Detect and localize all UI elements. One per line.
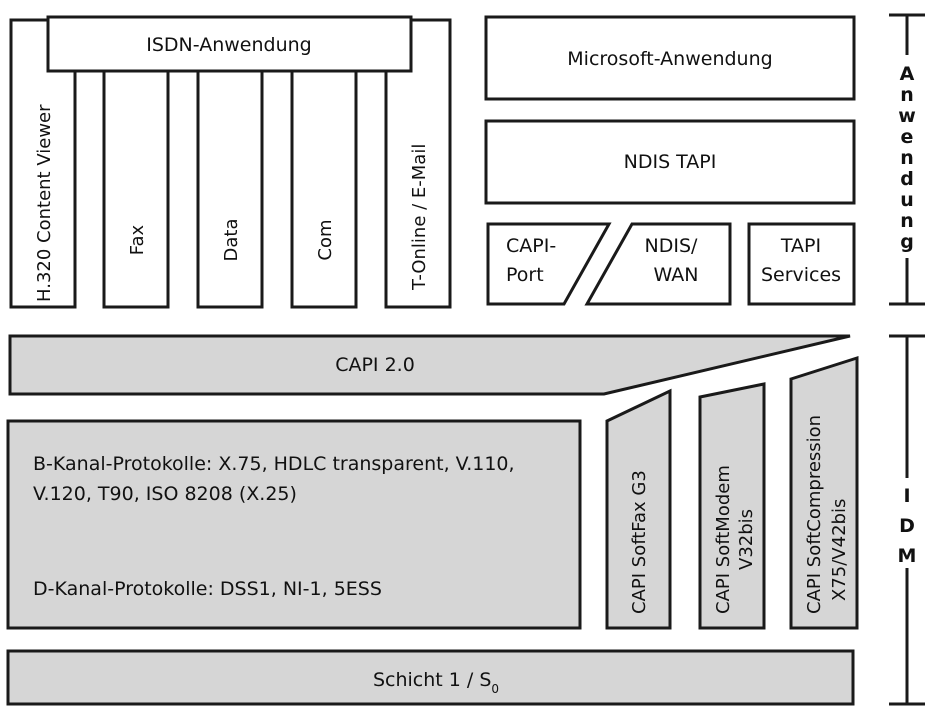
microsoft-application-label: Microsoft-Anwendung [567,48,772,70]
layer1-group: Schicht 1 / S0 [6,649,855,706]
anwendung-letter: n [900,210,914,232]
protocols-box [6,419,582,630]
column-data-label: Data [221,219,242,262]
idm-bracket: I D M [889,334,925,706]
column-com-label: Com [315,219,336,260]
isdn-application-group: ISDN-Anwendung H.320 Content Viewer Fax … [9,15,452,309]
softmodem-label-line1: CAPI SoftModem [713,465,734,614]
anwendung-letter: g [900,231,914,253]
anwendung-bracket: A n w e n d u n g [889,13,925,306]
ndis-wan-label-line2: WAN [654,264,699,286]
anwendung-letter: d [900,168,914,190]
softcompression-label-line1: CAPI SoftCompression [804,415,825,614]
layer1-label: Schicht 1 / S0 [373,669,499,696]
layer1-box [6,649,855,706]
anwendung-letter: n [900,147,914,169]
isdn-application-box [46,15,413,73]
layer1-label-text: Schicht 1 / S [373,669,491,691]
idm-letter: M [898,545,917,567]
anwendung-letter: n [900,84,914,106]
column-fax [102,68,170,309]
capi20-label: CAPI 2.0 [335,354,415,376]
idm-letter: I [903,485,910,507]
isdn-application-label: ISDN-Anwendung [146,34,311,56]
ndis-wan-label-line1: NDIS/ [645,235,699,257]
softfax-label: CAPI SoftFax G3 [629,470,650,614]
capi-port-label-line1: CAPI- [506,235,556,257]
anwendung-letter: e [901,126,914,148]
softmodem-label-line2: V32bis [736,509,757,570]
softcompression-box [789,355,859,630]
microsoft-application-group: Microsoft-Anwendung NDIS TAPI CAPI- Port… [484,15,856,306]
tapi-services-label-line2: Services [761,264,841,286]
ndis-tapi-label: NDIS TAPI [624,151,717,173]
ndis-wan-box [584,222,732,306]
anwendung-letter: A [900,63,915,85]
ndis-tapi-box [484,119,856,205]
capi-port-box [486,222,612,306]
b-channel-protocols-line2: V.120, T90, ISO 8208 (X.25) [33,483,297,505]
anwendung-letter: u [900,189,914,211]
capi20-box [8,334,851,396]
column-h320-label: H.320 Content Viewer [34,104,55,302]
column-com [290,68,358,309]
anwendung-letter: w [898,105,916,127]
microsoft-application-box [484,15,856,101]
layer1-label-subscript: 0 [491,682,499,696]
column-tonline-label: T-Online / E-Mail [409,144,430,291]
idm-group: CAPI 2.0 B-Kanal-Protokolle: X.75, HDLC … [6,334,859,630]
column-fax-label: Fax [127,224,148,255]
idm-letter: D [899,515,915,537]
tapi-services-box [747,222,856,306]
column-data [196,68,264,309]
tapi-services-label-line1: TAPI [780,235,821,257]
d-channel-protocols-line: D-Kanal-Protokolle: DSS1, NI-1, 5ESS [33,578,382,600]
capi-port-label-line2: Port [506,264,544,286]
softcompression-label-line2: X75/V42bis [829,499,850,601]
softfax-box [605,388,672,630]
b-channel-protocols-line1: B-Kanal-Protokolle: X.75, HDLC transpare… [33,453,515,475]
softmodem-box [698,382,766,630]
